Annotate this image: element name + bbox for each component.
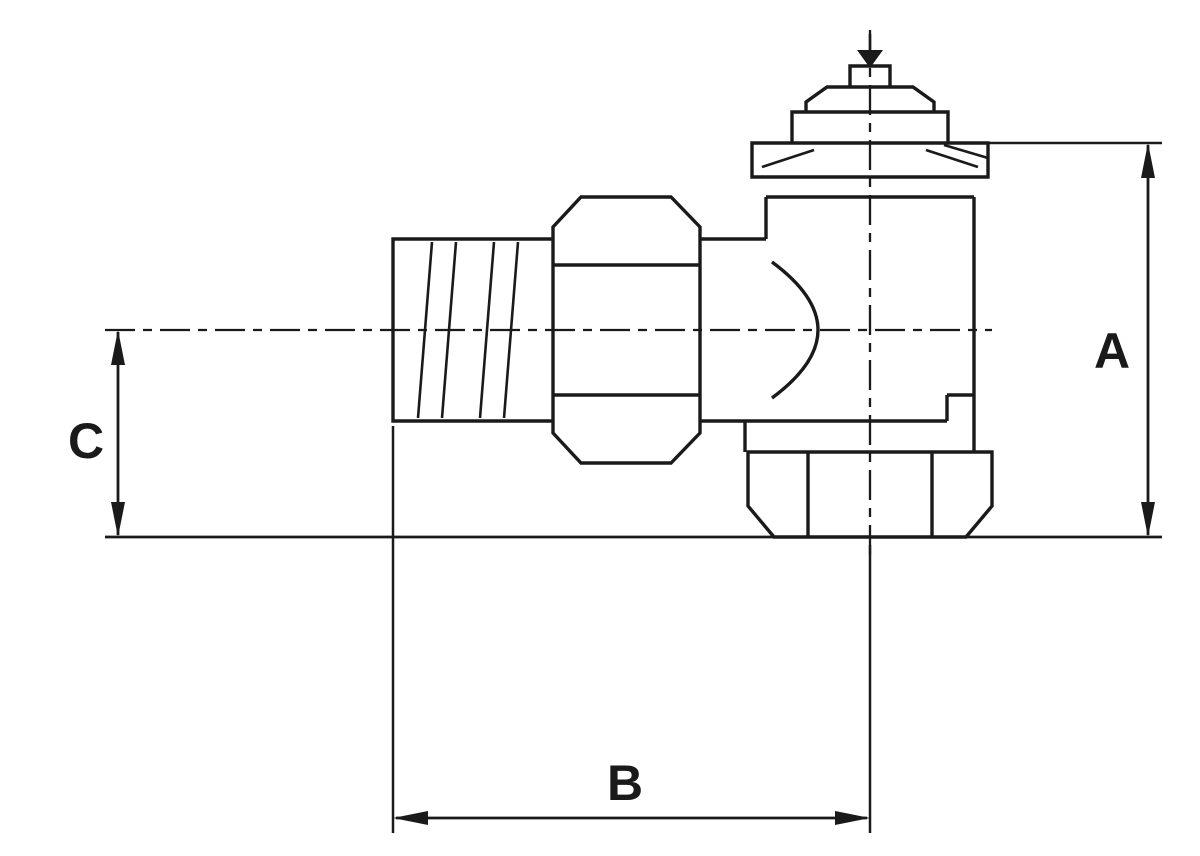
dimension-a: A	[988, 141, 1162, 537]
centerlines	[105, 30, 992, 558]
union-nut-outline	[551, 195, 702, 465]
dim-c-label: C	[68, 413, 104, 469]
dimension-c: C	[68, 330, 125, 537]
bonnet-collar	[750, 141, 990, 179]
valve-seat-arc	[770, 260, 820, 400]
dim-a-arrow-top	[1141, 143, 1155, 178]
dim-c-arrow-top	[111, 330, 125, 365]
collar-chamfer-right-1	[925, 148, 979, 169]
dimension-b: B	[391, 426, 872, 833]
dim-a-label: A	[1094, 323, 1130, 379]
dim-a-arrow-bottom	[1141, 502, 1155, 537]
collar-chamfer-right-2	[943, 143, 989, 160]
dim-b-arrow-right	[835, 811, 870, 825]
collar-chamfer-left	[761, 148, 815, 169]
dim-b-arrow-left	[393, 811, 428, 825]
thread-line-3	[478, 241, 496, 419]
dim-c-arrow-bottom	[111, 502, 125, 537]
dim-b-label: B	[607, 755, 643, 811]
valve-outline	[391, 34, 994, 539]
